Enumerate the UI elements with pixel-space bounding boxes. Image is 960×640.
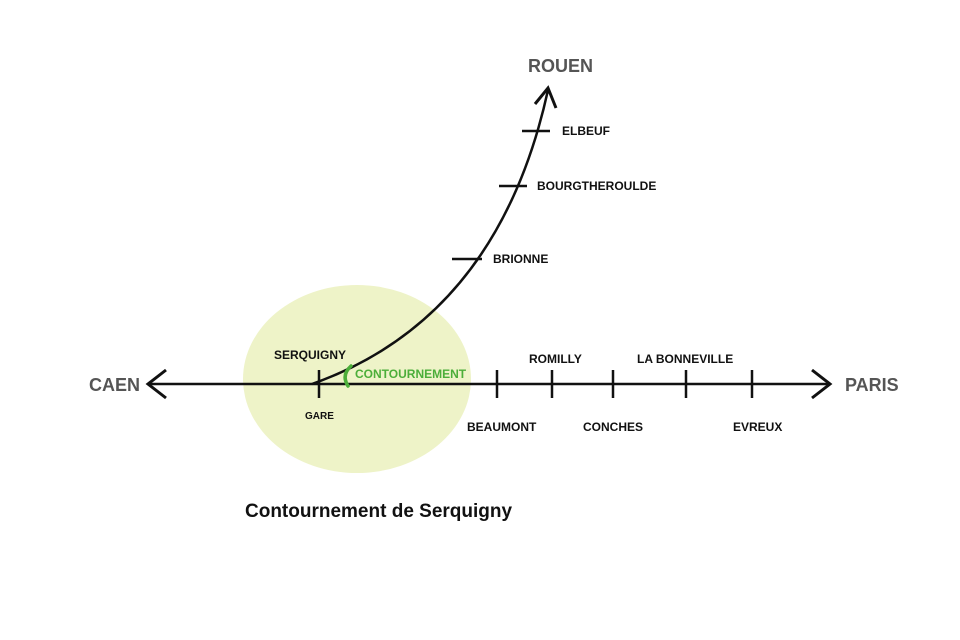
destination-caen: CAEN	[89, 375, 141, 395]
bypass-label: CONTOURNEMENT	[355, 367, 467, 381]
station-conches: CONCHES	[583, 420, 644, 434]
destination-rouen: ROUEN	[528, 56, 594, 76]
station-bourgtheroulde: BOURGTHEROULDE	[537, 179, 657, 193]
town-serquigny: SERQUIGNY	[274, 348, 347, 362]
station-brionne: BRIONNE	[493, 252, 549, 266]
station-elbeuf: ELBEUF	[562, 124, 610, 138]
paris-arrowhead	[811, 368, 833, 400]
caen-arrowhead	[145, 368, 167, 400]
destination-paris: PARIS	[845, 375, 899, 395]
bypass-arc	[343, 364, 353, 388]
rouen-branch	[311, 89, 550, 386]
serquigny-highlight-zone	[243, 285, 471, 473]
rouen-arrowhead	[533, 85, 558, 109]
station-la-bonneville: LA BONNEVILLE	[637, 352, 734, 366]
diagram-caption: Contournement de Serquigny	[245, 501, 513, 522]
station-gare: GARE	[305, 411, 334, 422]
station-evreux: EVREUX	[733, 420, 783, 434]
station-romilly: ROMILLY	[529, 352, 582, 366]
station-beaumont: BEAUMONT	[467, 420, 537, 434]
